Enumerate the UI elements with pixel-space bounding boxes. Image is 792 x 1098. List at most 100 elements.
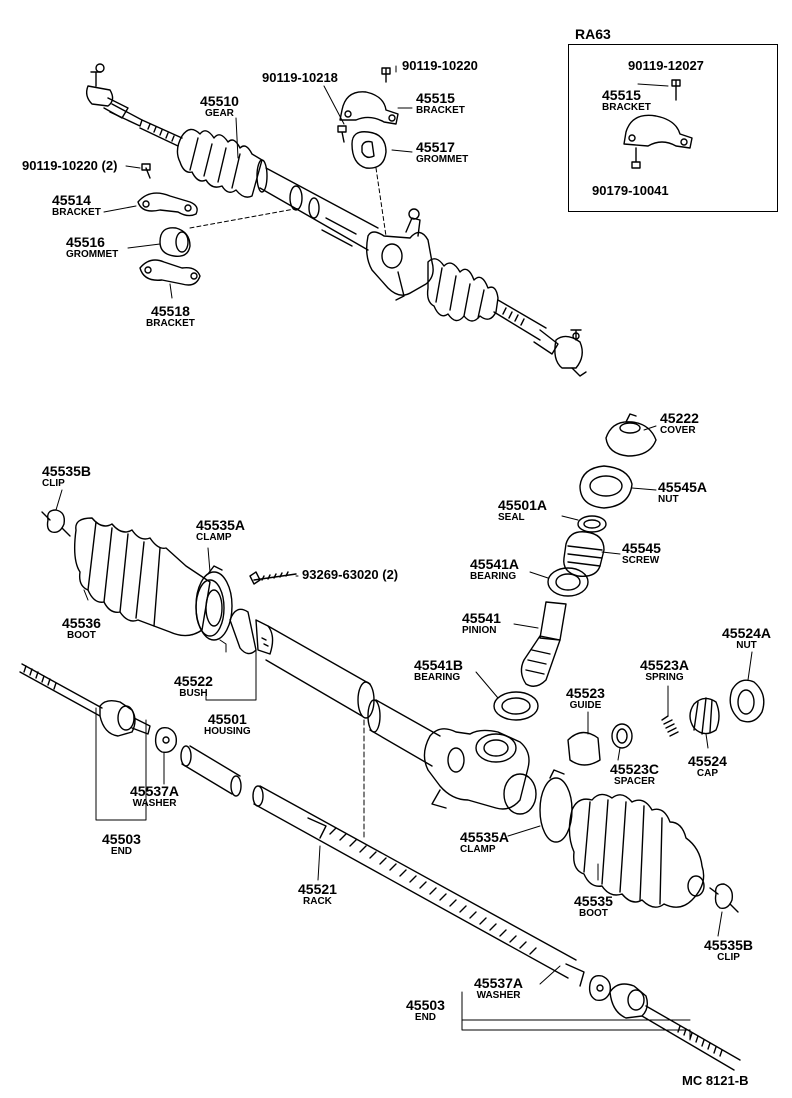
part-description: SCREW [622, 555, 660, 566]
part-description: RACK [303, 896, 332, 907]
part-number: 90119-10220 [402, 58, 478, 73]
steering-gear-assembly [85, 63, 587, 377]
part-number: 45517 [416, 139, 455, 155]
label-45535: 45535 BOOT [574, 894, 613, 919]
bracket-group-top-left [137, 163, 201, 286]
part-description: BRACKET [146, 318, 195, 329]
part-description: BEARING [414, 672, 461, 683]
part-number: 45523 [566, 685, 605, 701]
boot-right-exploded [568, 793, 739, 913]
label-45516: 45516 GROMMET [66, 235, 118, 260]
part-description: BEARING [470, 571, 517, 582]
label-45541a: 45541A BEARING [470, 557, 519, 582]
part-number: 45537A [474, 975, 524, 991]
label-90119-10220-top: 90119-10220 [402, 58, 478, 74]
label-45545a: 45545A NUT [658, 480, 707, 505]
leader-lines-bottom [55, 425, 753, 1041]
label-45523c: 45523C SPACER [610, 762, 659, 787]
part-description: COVER [660, 425, 696, 436]
part-description: GUIDE [569, 700, 602, 711]
part-number: 45537A [130, 783, 180, 799]
label-45503-right: 45503 END [406, 998, 445, 1023]
rack-exploded [252, 785, 585, 987]
label-45535a-top: 45535A CLAMP [196, 518, 245, 543]
part-number: 45535A [196, 517, 246, 533]
part-number: 45541B [414, 657, 464, 673]
part-number: 45545A [658, 479, 708, 495]
part-number: 45521 [298, 881, 337, 897]
part-number: 45524A [722, 625, 772, 641]
part-description: CLAMP [460, 844, 496, 855]
label-45523a: 45523A SPRING [640, 658, 689, 683]
part-description: BOOT [67, 630, 96, 641]
part-description: BRACKET [52, 207, 101, 218]
part-description: NUT [736, 640, 757, 651]
part-number: 93269-63020 (2) [302, 567, 399, 582]
part-number: 45518 [150, 303, 190, 319]
leader-lines-top [103, 65, 413, 299]
label-45537a-left: 45537A WASHER [130, 784, 179, 809]
label-45521: 45521 RACK [298, 882, 337, 907]
label-45523: 45523 GUIDE [566, 686, 605, 711]
label-45535b-right: 45535B CLIP [704, 938, 753, 963]
label-45517: 45517 GROMMET [416, 140, 468, 165]
part-description: GROMMET [66, 249, 119, 260]
label-45524a: 45524A NUT [722, 626, 771, 651]
part-number: 90119-10220 (2) [22, 158, 118, 173]
label-inset-45515: 45515 BRACKET [602, 88, 651, 113]
label-45537a-right: 45537A WASHER [474, 976, 523, 1001]
part-number: 45501 [207, 711, 247, 727]
part-description: PINION [462, 625, 497, 636]
label-45510: 45510 GEAR [200, 94, 239, 119]
label-45545: 45545 SCREW [622, 541, 661, 566]
tie-rod-left-exploded [19, 663, 242, 797]
part-number: 45514 [52, 192, 91, 208]
part-description: CAP [696, 768, 719, 779]
part-number: 45536 [62, 615, 101, 631]
part-number: 45516 [66, 234, 105, 250]
label-93269-63020: 93269-63020 (2) [302, 567, 398, 583]
part-number: 45503 [102, 831, 141, 847]
part-description: END [110, 846, 133, 857]
part-number: 45541A [470, 556, 520, 572]
label-45514: 45514 BRACKET [52, 193, 101, 218]
boot-left-exploded [41, 509, 225, 637]
part-number: 45545 [622, 540, 661, 556]
label-45535b-left: 45535B CLIP [42, 464, 91, 489]
label-45541: 45541 PINION [462, 611, 501, 636]
part-description: WASHER [476, 990, 521, 1001]
part-number: 45523A [640, 657, 690, 673]
label-inset-90119-12027: 90119-12027 [628, 58, 704, 74]
part-description: NUT [658, 494, 679, 505]
part-number: 90119-12027 [628, 58, 704, 73]
part-number: 45535A [460, 829, 510, 845]
part-number: 45510 [200, 93, 239, 109]
label-45515: 45515 BRACKET [416, 91, 465, 116]
part-description: CLIP [717, 952, 740, 963]
label-45536: 45536 BOOT [62, 616, 101, 641]
part-number: 45501A [498, 497, 548, 513]
part-number: 45523C [610, 761, 660, 777]
ra63-inset-parts [623, 79, 693, 169]
part-description: SEAL [498, 512, 525, 523]
bracket-group-top-center [337, 67, 399, 169]
part-number: 45535 [574, 893, 613, 909]
label-90119-10220-2: 90119-10220 (2) [22, 158, 117, 174]
label-45535a-bottom: 45535A CLAMP [460, 830, 509, 855]
part-number: 45515 [416, 90, 455, 106]
label-45503-left: 45503 END [102, 832, 141, 857]
part-number: 45524 [688, 753, 727, 769]
part-description: BOOT [579, 908, 608, 919]
tie-rod-right-exploded [588, 974, 741, 1071]
part-description: WASHER [132, 798, 177, 809]
part-description: HOUSING [204, 726, 251, 737]
ra63-inset-box [568, 44, 778, 212]
part-description: CLIP [42, 478, 65, 489]
part-number: 45535B [42, 463, 92, 479]
label-45518: 45518 BRACKET [146, 304, 195, 329]
part-description: BUSH [179, 688, 208, 699]
label-45524: 45524 CAP [688, 754, 727, 779]
part-description: SPRING [645, 672, 684, 683]
